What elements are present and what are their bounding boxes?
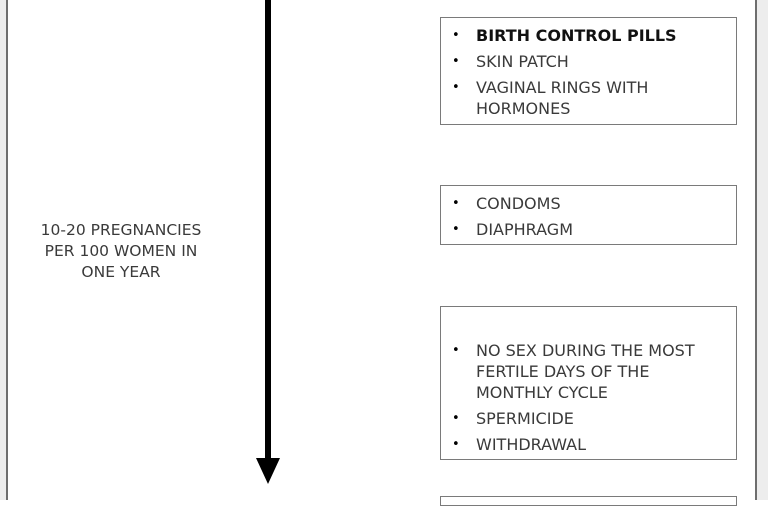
method-item-text: SPERMICIDE	[476, 409, 574, 428]
bullet-icon: •	[452, 28, 460, 43]
bullet-icon: •	[452, 222, 460, 237]
pregnancy-rate-label: 10-20 PREGNANCIES PER 100 WOMEN IN ONE Y…	[14, 220, 228, 283]
pregnancy-rate-label-line-3: ONE YEAR	[81, 263, 161, 281]
method-item-text: CONDOMS	[476, 194, 561, 213]
method-item-text: VAGINAL RINGS WITH HORMONES	[476, 78, 649, 118]
method-item: • NO SEX DURING THE MOST FERTILE DAYS OF…	[441, 340, 736, 403]
effectiveness-arrow-head	[256, 458, 280, 484]
method-item: • CONDOMS	[441, 193, 736, 214]
method-box-partial	[440, 496, 737, 506]
method-item-text: WITHDRAWAL	[476, 435, 587, 454]
method-box-barrier: • CONDOMS • DIAPHRAGM	[440, 185, 737, 245]
right-frame-border	[755, 0, 768, 500]
method-item: • SKIN PATCH	[441, 51, 736, 72]
method-box-behavioral: • NO SEX DURING THE MOST FERTILE DAYS OF…	[440, 306, 737, 460]
method-item-text: SKIN PATCH	[476, 52, 569, 71]
method-item: • VAGINAL RINGS WITH HORMONES	[441, 77, 736, 119]
effectiveness-arrow-shaft	[265, 0, 271, 462]
method-item: • SPERMICIDE	[441, 408, 736, 429]
method-list: • NO SEX DURING THE MOST FERTILE DAYS OF…	[441, 340, 736, 455]
method-list: • CONDOMS • DIAPHRAGM	[441, 193, 736, 240]
method-item: • DIAPHRAGM	[441, 219, 736, 240]
method-item-text: DIAPHRAGM	[476, 220, 573, 239]
method-item-text: BIRTH CONTROL PILLS	[476, 26, 677, 45]
method-item-text: NO SEX DURING THE MOST FERTILE DAYS OF T…	[476, 341, 695, 402]
bullet-icon: •	[452, 343, 460, 358]
method-item: • WITHDRAWAL	[441, 434, 736, 455]
method-box-hormonal: • BIRTH CONTROL PILLS • SKIN PATCH • VAG…	[440, 17, 737, 125]
bullet-icon: •	[452, 54, 460, 69]
pregnancy-rate-label-line-1: 10-20 PREGNANCIES	[40, 221, 202, 239]
bullet-icon: •	[452, 437, 460, 452]
bullet-icon: •	[452, 196, 460, 211]
left-frame-border	[0, 0, 8, 500]
bullet-icon: •	[452, 411, 460, 426]
method-item: • BIRTH CONTROL PILLS	[441, 25, 736, 46]
pregnancy-rate-label-line-2: PER 100 WOMEN IN	[44, 242, 198, 260]
bullet-icon: •	[452, 80, 460, 95]
method-list: • BIRTH CONTROL PILLS • SKIN PATCH • VAG…	[441, 25, 736, 119]
